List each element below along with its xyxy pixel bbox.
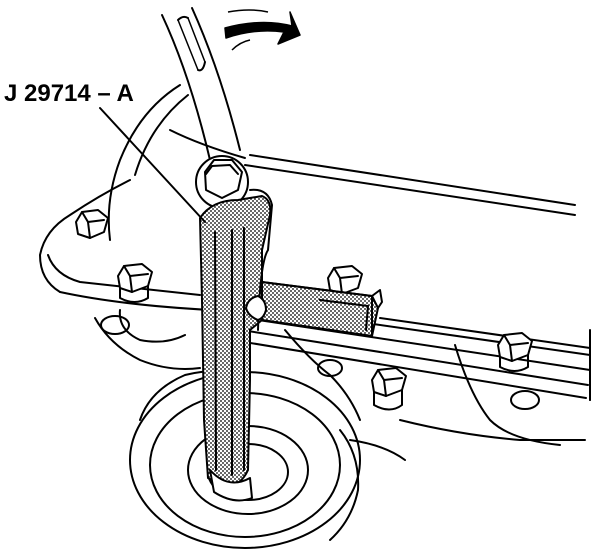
holding-tool-arm — [199, 188, 273, 502]
bolt-head-2 — [117, 263, 153, 303]
curved-arrow-clockwise-icon — [224, 9, 301, 51]
bolt-head-1 — [75, 209, 109, 239]
bolt-head-3 — [327, 265, 363, 295]
engine-block-top-edge — [169, 129, 576, 216]
tool-number-callout: J 29714 – A — [4, 80, 134, 107]
callout-leader-line — [99, 107, 206, 223]
flange-washer-boss — [100, 315, 540, 410]
bolt-head-5 — [371, 367, 407, 411]
breaker-bar — [161, 7, 241, 161]
ratchet-drive-hex — [195, 155, 249, 209]
engine-housing-contour — [39, 84, 211, 311]
bolt-head-4 — [497, 332, 533, 372]
holder-bracket — [261, 281, 383, 337]
